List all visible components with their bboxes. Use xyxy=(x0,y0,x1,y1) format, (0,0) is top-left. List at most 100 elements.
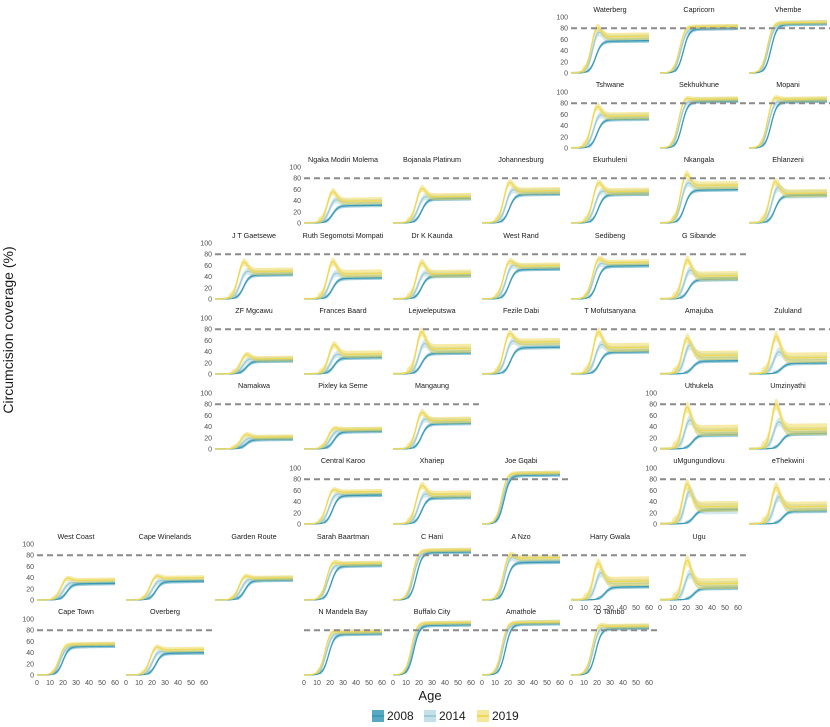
y-tick-label: 20 xyxy=(293,510,301,517)
series-band-2019 xyxy=(749,482,827,524)
panel-title: Tshwane xyxy=(596,80,624,89)
y-tick-label: 60 xyxy=(26,564,34,571)
x-tick-label: 10 xyxy=(135,680,143,687)
panel-title: J T Gaetsewe xyxy=(232,231,276,240)
panel-title: West Rand xyxy=(503,231,538,240)
y-tick-label: 80 xyxy=(293,477,301,484)
y-tick-label: 60 xyxy=(26,639,34,646)
y-axis-label: Circumcision coverage (%) xyxy=(0,246,16,413)
y-tick-label: 0 xyxy=(653,447,657,454)
y-tick-label: 20 xyxy=(293,209,301,216)
y-tick-label: 0 xyxy=(297,522,301,529)
y-tick-label: 40 xyxy=(293,499,301,506)
y-tick-label: 60 xyxy=(560,112,568,119)
series-line-2008 xyxy=(392,274,472,300)
series-line-2019 xyxy=(392,549,472,601)
x-tick-label: 60 xyxy=(200,680,208,687)
panel-title: N Mandela Bay xyxy=(318,607,368,616)
legend-label-2014: 2014 xyxy=(439,709,466,723)
x-tick-label: 0 xyxy=(302,680,306,687)
y-tick-label: 40 xyxy=(204,349,212,356)
panel-title: G Sibande xyxy=(682,231,716,240)
series-band-2019 xyxy=(393,409,471,449)
x-tick-label: 0 xyxy=(124,680,128,687)
series-band-2019 xyxy=(660,401,738,449)
y-tick-label: 60 xyxy=(204,263,212,270)
series-line-2019 xyxy=(303,190,383,224)
series-band-2008 xyxy=(393,549,471,600)
x-tick-label: 50 xyxy=(365,680,373,687)
panel-nkangala: Nkangala xyxy=(659,155,746,224)
panel-title: Ekurhuleni xyxy=(593,155,627,164)
y-tick-label: 40 xyxy=(560,48,568,55)
y-tick-label: 40 xyxy=(204,274,212,281)
series-line-2019 xyxy=(570,182,650,224)
x-tick-label: 40 xyxy=(530,680,538,687)
x-tick-label: 0 xyxy=(391,680,395,687)
series-band-2008 xyxy=(215,358,293,374)
panel-ethekwini: eThekwini xyxy=(748,456,830,525)
series-band-2019 xyxy=(571,23,649,73)
series-band-2019 xyxy=(749,177,827,223)
x-tick-label: 50 xyxy=(632,680,640,687)
panel-title: Ehlanzeni xyxy=(772,155,804,164)
series-line-2019 xyxy=(659,259,739,300)
series-band-2019 xyxy=(393,185,471,223)
panel-title: Cape Town xyxy=(58,607,94,616)
series-band-2019 xyxy=(660,255,738,299)
series-band-2019 xyxy=(660,23,738,74)
series-line-2019 xyxy=(570,331,650,375)
y-tick-label: 20 xyxy=(26,586,34,593)
series-band-2014 xyxy=(393,490,471,524)
y-tick-label: 60 xyxy=(204,413,212,420)
panel-title: Bojanala Platinum xyxy=(403,155,461,164)
series-line-2019 xyxy=(214,353,294,375)
x-tick-label: 10 xyxy=(402,680,410,687)
series-line-2008 xyxy=(392,551,472,601)
series-band-2008 xyxy=(749,21,827,73)
series-line-2014 xyxy=(392,622,472,676)
y-tick-label: 0 xyxy=(30,673,34,680)
panel-umzinyathi: Umzinyathi xyxy=(748,381,830,450)
series-band-2019 xyxy=(571,558,649,600)
series-band-2008 xyxy=(571,263,649,299)
series-line-2019 xyxy=(481,471,561,525)
y-tick-label: 100 xyxy=(200,241,212,248)
series-band-2008 xyxy=(660,585,738,600)
series-band-2014 xyxy=(660,24,738,73)
x-tick-label: 20 xyxy=(593,680,601,687)
panel-capricorn: Capricorn xyxy=(659,5,746,74)
x-tick-label: 30 xyxy=(161,680,169,687)
series-line-2019 xyxy=(748,21,828,74)
y-tick-label: 20 xyxy=(204,285,212,292)
series-band-2008 xyxy=(482,472,560,524)
y-tick-label: 100 xyxy=(22,542,34,549)
panel-title: Central Karoo xyxy=(321,456,365,465)
x-tick-label: 60 xyxy=(556,680,564,687)
x-tick-label: 30 xyxy=(695,605,703,612)
series-band-2019 xyxy=(660,95,738,148)
x-tick-label: 10 xyxy=(313,680,321,687)
series-line-2019 xyxy=(481,181,561,224)
y-tick-label: 20 xyxy=(26,661,34,668)
x-tick-label: 0 xyxy=(658,605,662,612)
series-band-2019 xyxy=(304,629,382,675)
panel-title: Nkangala xyxy=(684,155,714,164)
panel-title: West Coast xyxy=(57,532,94,541)
panel-title: Ugu xyxy=(692,532,705,541)
panel-title: eThekwini xyxy=(772,456,805,465)
panel-title: Vhembe xyxy=(775,5,802,14)
series-line-2019 xyxy=(659,97,739,149)
series-band-2014 xyxy=(37,579,115,600)
series-line-2008 xyxy=(570,264,650,300)
panel-zululand: Zululand xyxy=(748,306,830,375)
y-tick-label: 20 xyxy=(649,510,657,517)
series-line-2014 xyxy=(303,631,383,676)
y-tick-label: 80 xyxy=(204,252,212,259)
y-tick-label: 80 xyxy=(560,26,568,33)
y-tick-label: 60 xyxy=(293,187,301,194)
series-line-2014 xyxy=(659,26,739,74)
